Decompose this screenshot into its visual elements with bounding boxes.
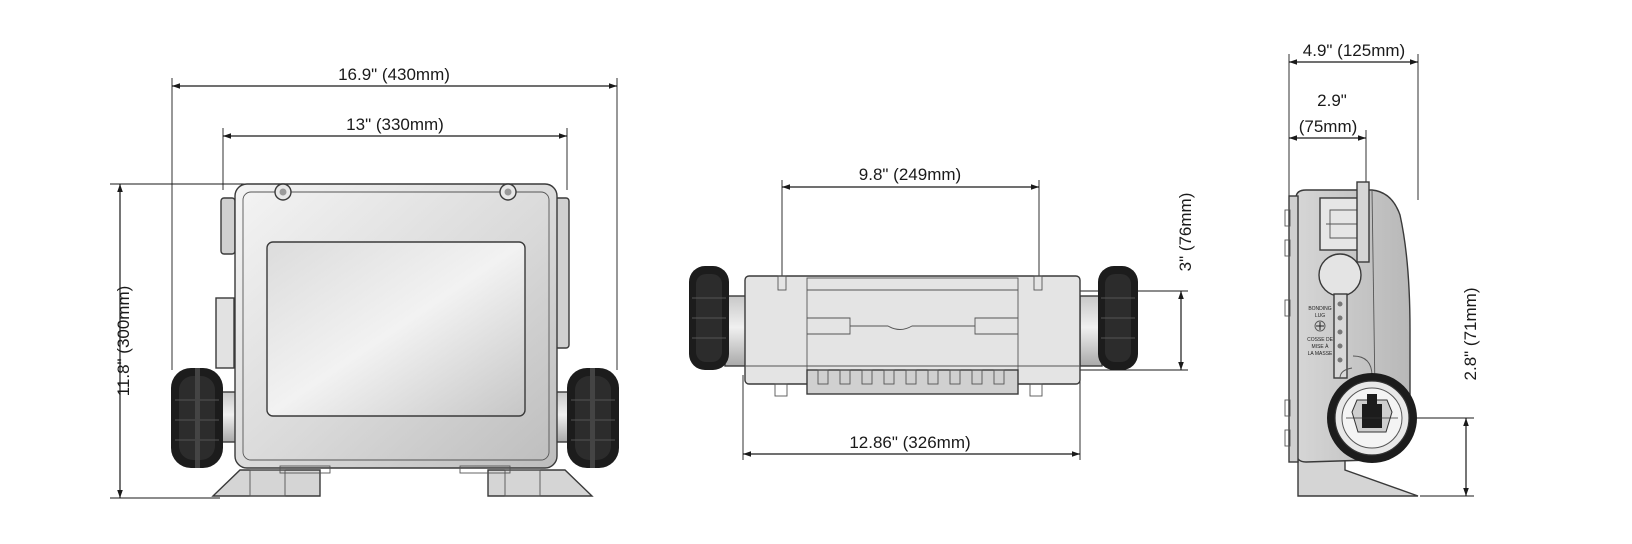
bonding-label-line-5: LA MASSE xyxy=(1308,351,1333,357)
top-left-union-nut xyxy=(689,266,729,370)
side-inner-depth-label-line-2: (75mm) xyxy=(1299,117,1358,136)
side-union-nut xyxy=(1327,373,1417,463)
top-overall-width-label: 12.86" (326mm) xyxy=(849,433,970,452)
bonding-label-line-4: MISE À xyxy=(1312,343,1330,350)
left-union-nut xyxy=(171,368,223,468)
bonding-label-line-2: LUG xyxy=(1315,313,1325,319)
front-inner-width-label: 13" (330mm) xyxy=(346,115,444,134)
front-view: 16.9" (430mm) 13" (330mm) 11.8" (300mm) xyxy=(110,65,619,499)
top-inner-width-label: 9.8" (249mm) xyxy=(859,165,961,184)
front-overall-width-label: 16.9" (430mm) xyxy=(338,65,450,84)
bonding-label-line-3: COSSE DE xyxy=(1307,337,1334,343)
top-depth-label: 3" (76mm) xyxy=(1176,193,1195,272)
front-height-label: 11.8" (300mm) xyxy=(114,286,133,397)
side-overall-depth-label: 4.9" (125mm) xyxy=(1303,41,1405,60)
bonding-label-line-1: BONDING xyxy=(1308,306,1331,312)
side-view: BONDING LUG COSSE DE MISE À LA MASSE 4.9… xyxy=(1284,41,1480,497)
top-view: 9.8" (249mm) 12.86" (326mm) 3" (76mm) xyxy=(689,165,1195,460)
side-fitting-height-label: 2.8" (71mm) xyxy=(1461,288,1480,381)
right-union-nut xyxy=(567,368,619,468)
side-inner-depth-label-line-1: 2.9" xyxy=(1317,91,1347,110)
top-right-union-nut xyxy=(1098,266,1138,370)
